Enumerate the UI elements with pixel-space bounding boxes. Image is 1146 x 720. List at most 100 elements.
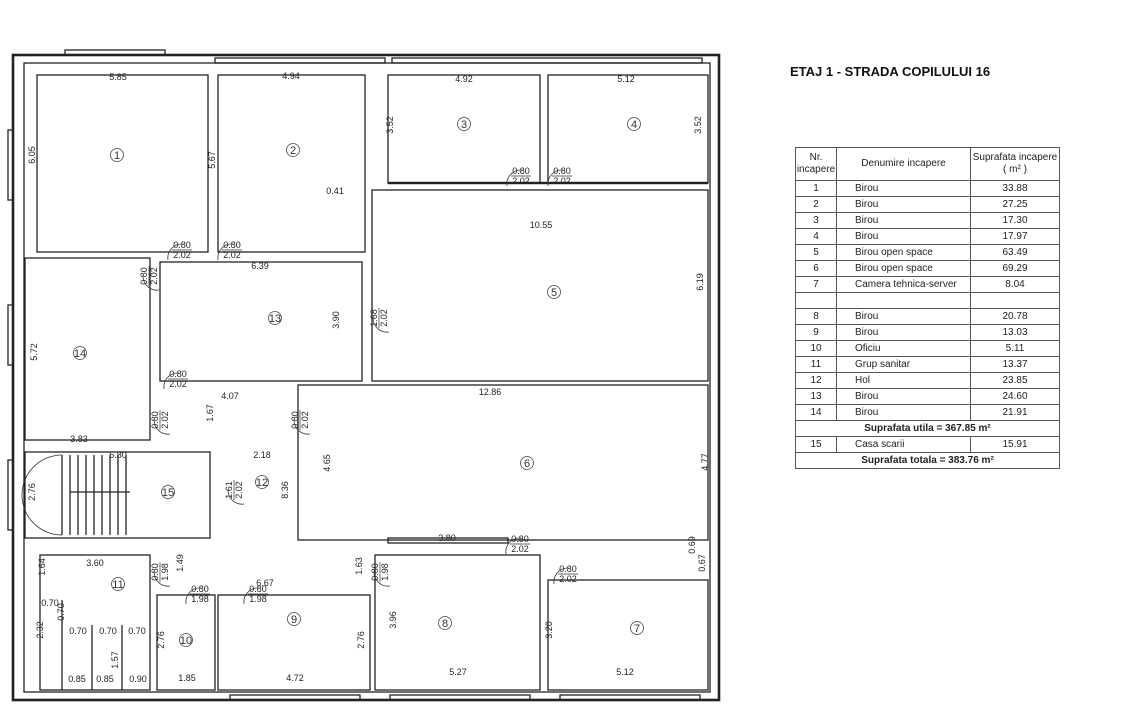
door-width: 0.80 xyxy=(150,563,160,581)
dimension-label: 2.76 xyxy=(356,631,366,649)
cell-nr: 11 xyxy=(795,356,837,373)
cell-name: Hol xyxy=(836,372,971,389)
room-number-2: 2 xyxy=(286,143,300,157)
dimension-label: 0.90 xyxy=(129,674,147,684)
room-number-10: 10 xyxy=(179,633,193,647)
table-row xyxy=(795,292,1060,309)
room-8-outline xyxy=(374,554,541,691)
room-number-13: 13 xyxy=(268,311,282,325)
room-number-label: 8 xyxy=(442,618,448,630)
room-number-label: 12 xyxy=(256,477,268,489)
room-number-label: 10 xyxy=(180,635,192,647)
outer-wall xyxy=(11,53,721,702)
cell-name xyxy=(836,292,971,309)
cell-name: Birou xyxy=(836,212,971,229)
door-height: 2.02 xyxy=(169,379,187,389)
door: 0.801.98 xyxy=(185,584,210,605)
room-number-11: 11 xyxy=(111,577,125,591)
room-number-9: 9 xyxy=(287,612,301,626)
cell-area: 63.49 xyxy=(970,244,1060,261)
dimension-label: 12.86 xyxy=(479,387,502,397)
dimension-label: 3.96 xyxy=(388,611,398,629)
dimension-label: 10.55 xyxy=(530,220,553,230)
door-width: 0.80 xyxy=(150,411,160,429)
dimension-label: 1.57 xyxy=(110,651,120,669)
room-number-4: 4 xyxy=(627,117,641,131)
room-2-outline xyxy=(217,74,366,253)
cell-area: 21.91 xyxy=(970,404,1060,421)
room-number-8: 8 xyxy=(438,616,452,630)
room-number-1: 1 xyxy=(110,148,124,162)
cell-nr: 10 xyxy=(795,340,837,357)
door-height: 1.98 xyxy=(249,594,267,604)
dimension-label: 4.72 xyxy=(286,673,304,683)
door-width: 0.80 xyxy=(512,166,530,176)
room-number-3: 3 xyxy=(457,117,471,131)
door: 0.801.98 xyxy=(243,584,268,605)
cell-area: 17.97 xyxy=(970,228,1060,245)
dimension-label: 3.20 xyxy=(544,621,554,639)
room-6-outline xyxy=(297,384,709,541)
room-number-6: 6 xyxy=(520,456,534,470)
cell-name: Grup sanitar xyxy=(836,356,971,373)
door: 0.802.02 xyxy=(163,369,188,390)
dimension-label: 4.94 xyxy=(282,71,300,81)
table-header-row: Nr. incapere Denumire incapere Suprafata… xyxy=(795,147,1060,181)
room-number-label: 5 xyxy=(551,287,557,299)
dimension-label: 5.80 xyxy=(109,450,127,460)
cell-name: Camera tehnica-server xyxy=(836,276,971,293)
door-width: 0.80 xyxy=(191,584,209,594)
cell-nr: 1 xyxy=(795,180,837,197)
dimension-label: 5.12 xyxy=(616,667,634,677)
cell-area: 13.37 xyxy=(970,356,1060,373)
cell-area: 13.03 xyxy=(970,324,1060,341)
dimension-label: 4.92 xyxy=(455,74,473,84)
door-width: 0.80 xyxy=(290,411,300,429)
door: 0.802.02 xyxy=(506,166,531,187)
door: 0.802.02 xyxy=(167,240,192,261)
room-number-label: 3 xyxy=(461,119,467,131)
dimension-label: 6.05 xyxy=(27,146,37,164)
dimension-label: 0.70 xyxy=(69,626,87,636)
room-11-outline xyxy=(39,554,151,691)
cell-nr: 2 xyxy=(795,196,837,213)
cell-area: 5.11 xyxy=(970,340,1060,357)
dimension-label: 3.90 xyxy=(331,311,341,329)
cell-area: 33.88 xyxy=(970,180,1060,197)
cell-name: Birou xyxy=(836,324,971,341)
door-width: 0.80 xyxy=(169,369,187,379)
dimension-label: 1.63 xyxy=(354,557,364,575)
room-number-label: 7 xyxy=(634,623,640,635)
room-number-label: 1 xyxy=(114,150,120,162)
sheet-title: ETAJ 1 - STRADA COPILULUI 16 xyxy=(790,64,991,79)
dimension-label: 5.12 xyxy=(617,74,635,84)
room-number-label: 14 xyxy=(74,348,86,360)
door-width: 1.68 xyxy=(369,309,379,327)
room-5-outline xyxy=(371,189,709,382)
cell-area: 23.85 xyxy=(970,372,1060,389)
door-width: 0.80 xyxy=(559,564,577,574)
door-width: 1.61 xyxy=(224,481,234,499)
door-height: 2.02 xyxy=(553,176,571,186)
door-height: 2.02 xyxy=(149,267,159,285)
cell-area: 17.30 xyxy=(970,212,1060,229)
